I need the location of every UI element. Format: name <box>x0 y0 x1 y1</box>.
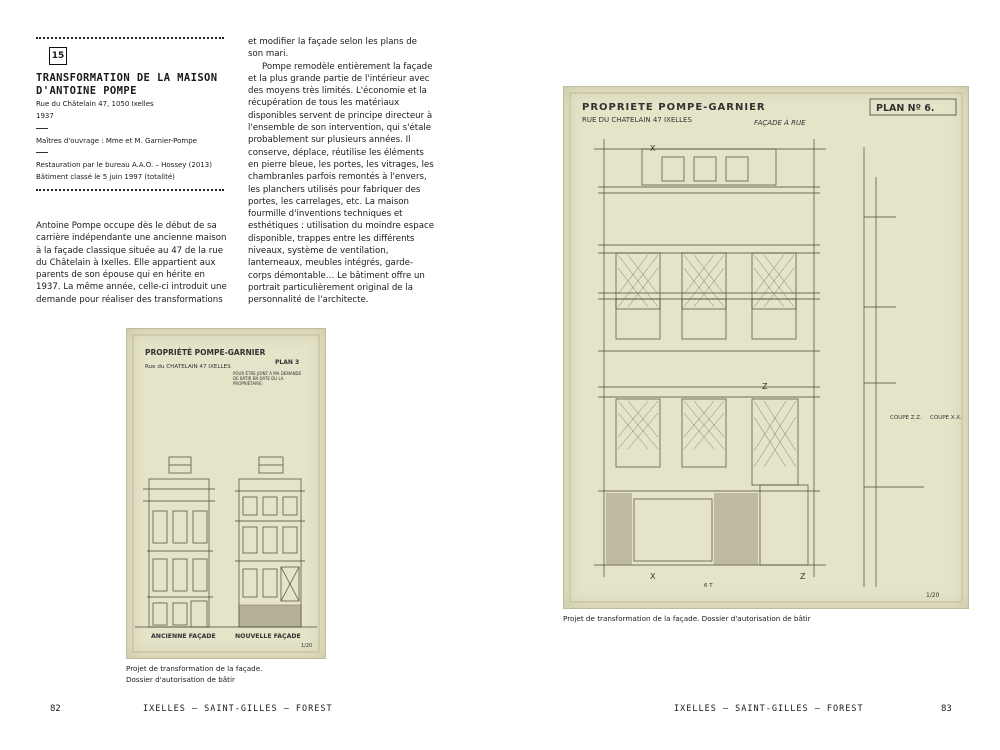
old-facade-drawing <box>143 456 215 628</box>
entry-classified: Bâtiment classé le 5 juin 1997 (totalité… <box>36 173 175 181</box>
separator <box>36 152 48 153</box>
cut-zz-label: COUPE Z.Z. <box>890 415 922 421</box>
paragraph-2: Pompe remodèle entièrement la façade et … <box>248 61 434 306</box>
section-mark-x-top: X <box>650 144 656 153</box>
bottom-divider <box>36 189 224 191</box>
right-page-number: 83 <box>941 704 952 714</box>
large-plan-title: PROPRIETE POMPE-GARNIER <box>582 102 766 113</box>
left-column-text: Antoine Pompe occupe dès le début de sa … <box>36 221 227 305</box>
right-running-footer: IXELLES – SAINT-GILLES – FOREST <box>674 704 864 714</box>
stone-base-left <box>606 493 632 565</box>
section-mark-z-bottom: Z <box>800 572 806 581</box>
top-divider <box>36 37 224 39</box>
entry-address: Rue du Châtelain 47, 1050 Ixelles <box>36 100 154 108</box>
small-plan-title: PROPRIÉTÉ POMPE-GARNIER <box>145 348 266 357</box>
section-mark-z-top: Z <box>762 382 768 391</box>
left-running-footer: IXELLES – SAINT-GILLES – FOREST <box>143 704 333 714</box>
entry-restoration: Restauration par le bureau A.A.O. – Hoss… <box>36 161 212 169</box>
large-facade-drawing <box>594 139 924 587</box>
large-plan-drawing: PROPRIETE POMPE-GARNIER RUE DU CHATELAIN… <box>569 92 963 603</box>
section-mark-x-bottom: X <box>650 572 656 581</box>
small-plan-caption-line2: Dossier d'autorisation de bâtir <box>126 675 235 684</box>
small-plan-street: Rue du CHATELAIN 47 IXELLES <box>145 364 231 370</box>
window-lattice <box>617 254 797 468</box>
entry-year: 1937 <box>36 112 54 120</box>
small-plan-scale: 1/20 <box>301 643 312 649</box>
small-plan-image: PROPRIÉTÉ POMPE-GARNIER Rue du CHATELAIN… <box>126 328 326 659</box>
new-facade-label: NOUVELLE FAÇADE <box>235 633 301 640</box>
paragraph-1: et modifier la façade selon les plans de… <box>248 37 417 60</box>
large-plan-label: PLAN Nº 6. <box>876 103 934 114</box>
small-plan-label: PLAN 3 <box>275 359 299 366</box>
stone-base-right <box>714 493 758 565</box>
small-plan-caption-line1: Projet de transformation de la façade. <box>126 664 263 673</box>
large-plan-street: RUE DU CHATELAIN 47 IXELLES <box>582 116 692 124</box>
new-facade-drawing <box>235 456 305 628</box>
entry-number: 15 <box>49 47 67 65</box>
small-plan-drawing: PROPRIÉTÉ POMPE-GARNIER Rue du CHATELAIN… <box>132 334 320 653</box>
large-plan-caption: Projet de transformation de la façade. D… <box>563 614 811 623</box>
small-plan-note: POUR ÊTRE JOINT À MA DEMANDE DE BÂTIR EN… <box>233 371 302 386</box>
large-plan-image: PROPRIETE POMPE-GARNIER RUE DU CHATELAIN… <box>563 86 969 609</box>
large-plan-subtitle: FAÇADE À RUE <box>754 118 806 127</box>
large-plan-scale: 1/20 <box>926 592 940 599</box>
dimension-label: 6 T <box>704 583 713 589</box>
separator <box>36 128 48 129</box>
entry-owners: Maîtres d'ouvrage : Mme et M. Garnier-Po… <box>36 137 197 145</box>
entry-title: TRANSFORMATION DE LA MAISON D'ANTOINE PO… <box>36 72 218 97</box>
cut-xx-label: COUPE X.X. <box>930 415 962 421</box>
old-facade-label: ANCIENNE FAÇADE <box>151 633 216 640</box>
middle-column-text: et modifier la façade selon les plans de… <box>248 36 434 307</box>
left-page-number: 82 <box>50 704 61 714</box>
